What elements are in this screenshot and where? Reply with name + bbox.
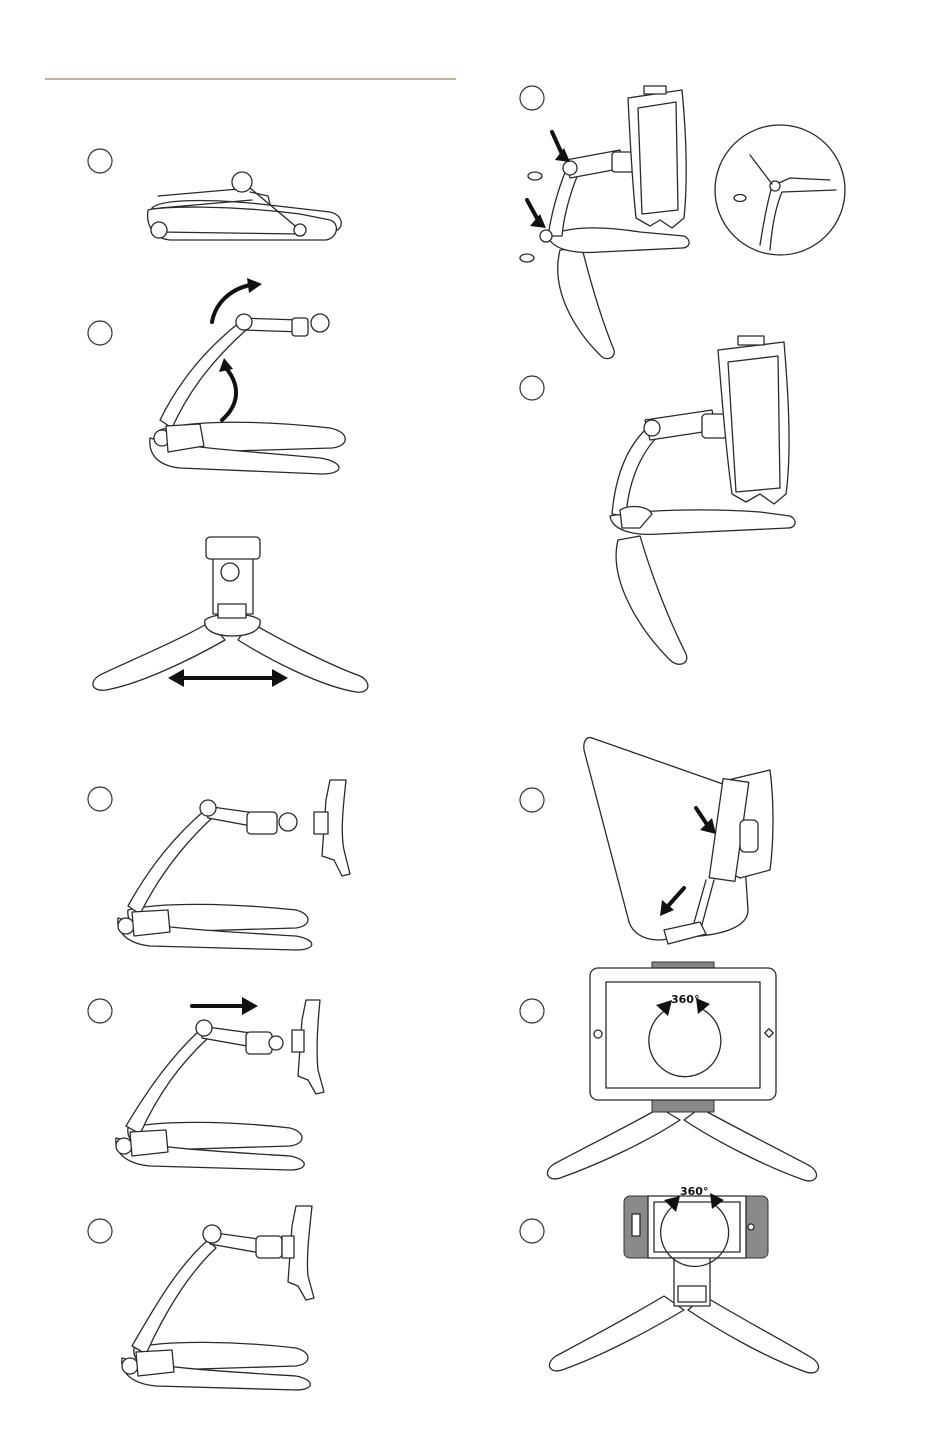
- step-marker: [520, 788, 544, 812]
- step-8-insert-tablet: [520, 336, 795, 664]
- step-marker: [520, 86, 544, 110]
- step-3-spread-legs: [93, 537, 368, 692]
- step-marker: [88, 787, 112, 811]
- step-9-tilt-holder: [520, 738, 773, 944]
- step-marker: [88, 149, 112, 173]
- folded-stand-illustration: [148, 172, 342, 240]
- step-marker: [520, 1219, 544, 1243]
- step-6-assembled-holder: [88, 1206, 314, 1390]
- step-marker: [88, 321, 112, 345]
- assembled-holder-illustration: [122, 1206, 314, 1390]
- step-5-slide-holder: [88, 997, 324, 1170]
- step-7-wall-mount-screws: [520, 86, 845, 359]
- step-11-rotate-phone: 360°: [520, 1185, 819, 1373]
- wall-mount-screws-illustration: [520, 86, 845, 359]
- step-marker: [520, 999, 544, 1023]
- step-2-unfold-arm: [88, 278, 345, 474]
- step-4-attach-holder: [88, 780, 350, 950]
- spread-legs-illustration: [93, 537, 368, 692]
- tilt-holder-illustration: [584, 738, 773, 944]
- unfold-arm-illustration: [150, 278, 345, 474]
- rotation-label-tablet: 360°: [671, 993, 699, 1006]
- slide-holder-illustration: [116, 997, 324, 1170]
- insert-tablet-illustration: [610, 336, 795, 664]
- step-10-rotate-tablet: 360°: [520, 962, 817, 1181]
- rotate-phone-illustration: 360°: [549, 1185, 818, 1373]
- step-marker: [520, 376, 544, 400]
- step-marker: [88, 999, 112, 1023]
- attach-holder-illustration: [118, 780, 350, 950]
- rotate-tablet-illustration: 360°: [547, 962, 816, 1181]
- step-1-folded-stand: [88, 149, 341, 240]
- step-marker: [88, 1219, 112, 1243]
- rotation-label-phone: 360°: [680, 1185, 708, 1198]
